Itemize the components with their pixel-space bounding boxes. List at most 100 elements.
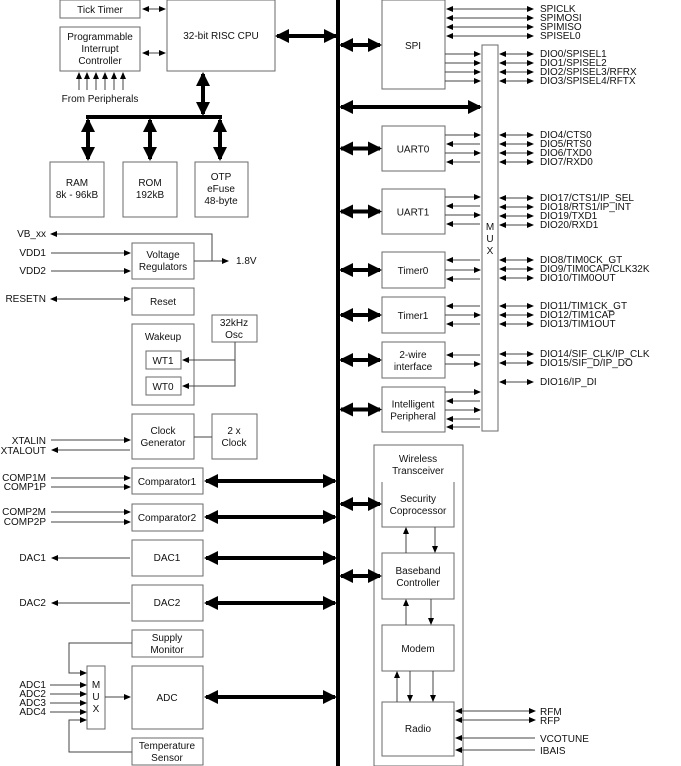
spi-pin-label: SPIMISO xyxy=(540,22,582,33)
pin-adc2: ADC2 xyxy=(19,689,46,700)
uart1-label: UART1 xyxy=(397,208,430,219)
interrupt-controller-block: Programmable Interrupt Controller xyxy=(59,26,141,72)
spi-pin-label: SPICLK xyxy=(540,4,576,15)
tick-timer-label: Tick Timer xyxy=(77,5,123,16)
clock-doubler-block: 2 x Clock xyxy=(211,413,258,460)
reset-block: Reset xyxy=(131,287,195,316)
pin-vb-xx: VB_xx xyxy=(17,229,46,240)
timer0-block: Timer0 xyxy=(381,251,446,289)
tick-timer-block: Tick Timer xyxy=(59,0,141,19)
dio-mux-m: M xyxy=(486,222,494,233)
timer0-label: Timer0 xyxy=(398,266,429,277)
wakeup-block: Wakeup WT1 WT0 xyxy=(131,323,195,406)
dio-pin-label: DIO16/IP_DI xyxy=(540,377,597,388)
dac1-block: DAC1 xyxy=(131,539,204,577)
pin-comp1p: COMP1P xyxy=(4,482,47,493)
oscillator-32khz-block: 32kHz Osc xyxy=(211,314,258,343)
interrupt-input-arrows xyxy=(76,72,126,90)
pin-vcotune: VCOTUNE xyxy=(540,734,589,745)
dio-pin-label: DIO0/SPISEL1 xyxy=(540,49,607,60)
ip-label-1: Intelligent xyxy=(392,400,435,411)
supply-monitor-line-1: Supply xyxy=(152,633,183,644)
comparator2-block: Comparator2 xyxy=(131,503,204,532)
pin-comp2p: COMP2P xyxy=(4,517,47,528)
spi-block: SPI xyxy=(381,0,446,90)
supply-monitor-line-2: Monitor xyxy=(150,645,184,656)
spi-pin-label: SPIMOSI xyxy=(540,13,582,24)
dio-mux-x: X xyxy=(487,246,494,257)
rom-label: ROM xyxy=(138,178,161,189)
dio-pin-label: DIO13/TIM1OUT xyxy=(540,319,616,330)
dio-pin-label: DIO19/TXD1 xyxy=(540,211,598,222)
modem-block: Modem xyxy=(381,624,455,672)
pic-line-1: Programmable xyxy=(67,32,133,43)
pin-adc4: ADC4 xyxy=(19,707,46,718)
doubler-line-2: Clock xyxy=(221,438,247,449)
cpu-block: 32-bit RISC CPU xyxy=(166,0,276,72)
dac1-label: DAC1 xyxy=(154,553,181,564)
osc-line-2: Osc xyxy=(225,330,243,341)
regulator-line-1: Voltage xyxy=(146,250,180,261)
radio-label: Radio xyxy=(405,724,432,735)
modem-label: Modem xyxy=(401,644,434,655)
ip-label-2: Peripheral xyxy=(390,412,436,423)
security-coprocessor-block: Security Coprocessor xyxy=(381,482,455,528)
dio-pin-label: DIO9/TIM0CAP/CLK32K xyxy=(540,264,650,275)
ram-label: RAM xyxy=(66,178,88,189)
regulator-output-label: 1.8V xyxy=(236,256,257,267)
wt1-block xyxy=(145,350,182,370)
reset-label: Reset xyxy=(150,297,176,308)
pin-comp1m: COMP1M xyxy=(2,473,46,484)
timer1-label: Timer1 xyxy=(398,311,429,322)
adc-mux-m: M xyxy=(92,680,100,691)
wt0-block xyxy=(145,376,182,396)
pin-dac1: DAC1 xyxy=(19,553,46,564)
pic-line-3: Controller xyxy=(78,56,122,67)
baseband-controller-block: Baseband Controller xyxy=(381,552,455,600)
otp-type: eFuse xyxy=(207,184,235,195)
adc-label: ADC xyxy=(156,693,177,704)
pin-vdd1: VDD1 xyxy=(19,248,46,259)
temp-sensor-line-1: Temperature xyxy=(139,741,196,752)
dio-pin-label: DIO10/TIM0OUT xyxy=(540,273,616,284)
otp-size: 48-byte xyxy=(204,196,238,207)
ram-size: 8k - 96kB xyxy=(56,190,99,201)
regulator-line-2: Regulators xyxy=(139,262,187,273)
spi-pin-label: SPISEL0 xyxy=(540,31,581,42)
otp-block: OTP eFuse 48-byte xyxy=(194,161,249,218)
dio-pin-label: DIO6/TXD0 xyxy=(540,148,592,159)
comparator1-block: Comparator1 xyxy=(131,467,204,495)
osc-wt0-line xyxy=(182,360,236,389)
wireless-title-line-1: Wireless xyxy=(399,454,437,465)
voltage-regulator-block: Voltage Regulators xyxy=(131,242,195,280)
spi-label: SPI xyxy=(405,41,421,52)
dio-pin-label: DIO7/RXD0 xyxy=(540,157,593,168)
dio-pin-label: DIO17/CTS1/IP_SEL xyxy=(540,193,634,204)
pic-line-2: Interrupt xyxy=(81,44,118,55)
dio-pin-label: DIO11/TIM1CK_GT xyxy=(540,301,627,312)
rom-size: 192kB xyxy=(136,190,165,201)
pin-vdd2: VDD2 xyxy=(19,266,46,277)
wt0-label: WT0 xyxy=(152,382,174,393)
pin-adc1: ADC1 xyxy=(19,680,46,691)
dio-pin-label: DIO20/RXD1 xyxy=(540,220,599,231)
clockgen-line-2: Generator xyxy=(140,438,186,449)
supply-monitor-block: Supply Monitor xyxy=(131,629,204,658)
adc-block: ADC xyxy=(131,665,204,730)
dio-pin-group: DIO0/SPISEL1DIO1/SPISEL2DIO2/SPISEL3/RFR… xyxy=(499,49,650,388)
dio-mux-u: U xyxy=(486,234,493,245)
osc-line-1: 32kHz xyxy=(220,318,248,329)
temp-sensor-mux-line xyxy=(68,717,132,753)
dio-mux-block: M U X xyxy=(481,44,499,432)
uart0-label: UART0 xyxy=(397,145,430,156)
pic-caption: From Peripherals xyxy=(62,94,139,105)
dio-pin-label: DIO1/SPISEL2 xyxy=(540,58,607,69)
ram-block: RAM 8k - 96kB xyxy=(49,161,105,218)
pin-adc3: ADC3 xyxy=(19,698,46,709)
dio-pin-label: DIO2/SPISEL3/RFRX xyxy=(540,67,637,78)
temperature-sensor-block: Temperature Sensor xyxy=(131,737,204,766)
pin-dac2: DAC2 xyxy=(19,598,46,609)
security-line-1: Security xyxy=(400,494,436,505)
